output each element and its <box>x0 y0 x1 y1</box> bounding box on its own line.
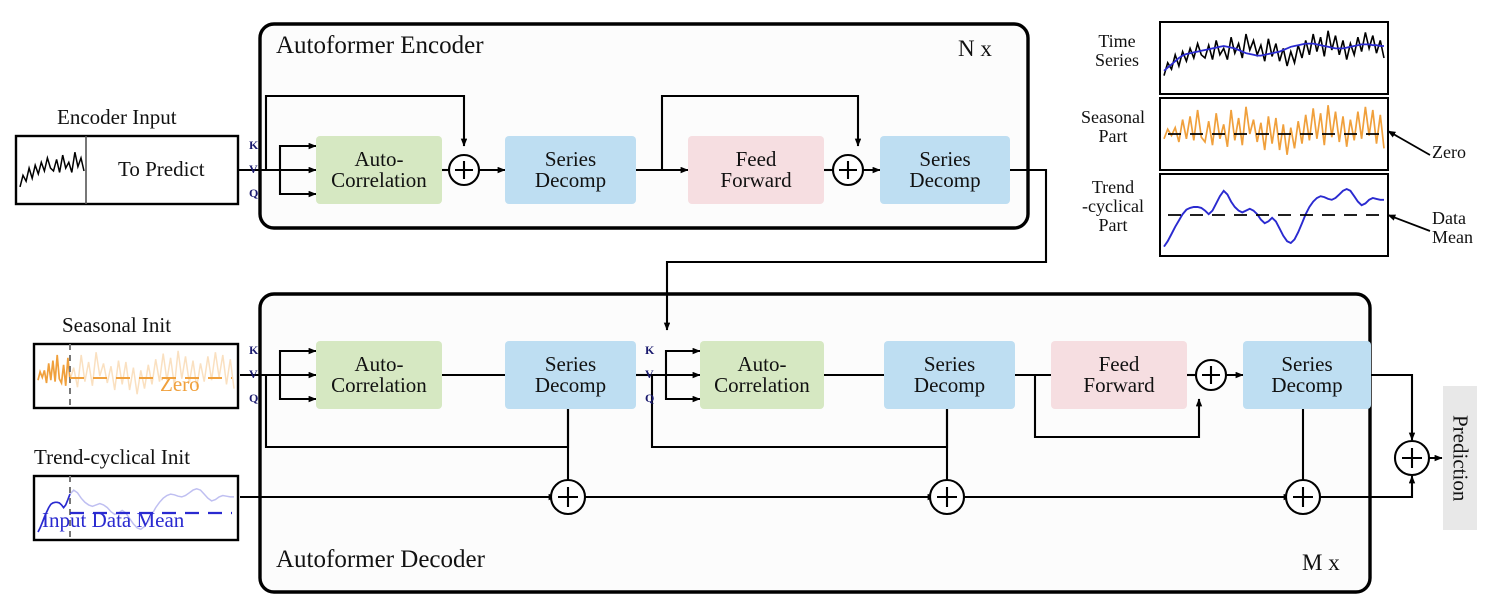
encoder-repeat-count: N x <box>958 36 992 61</box>
decoder-repeat-count: M x <box>1302 550 1340 575</box>
prediction-output-label: Prediction <box>1443 386 1477 530</box>
annotation-zero: Zero <box>1432 142 1466 162</box>
seasonal-init-zero-label: Zero <box>160 372 200 396</box>
decoder-series-decomp-block-2[interactable]: Series Decomp <box>884 341 1015 409</box>
block-label: Auto- Correlation <box>331 146 427 192</box>
encoder-series-decomp-block-1[interactable]: Series Decomp <box>505 136 636 204</box>
block-label: Feed Forward <box>720 146 792 192</box>
block-label: Auto- Correlation <box>714 351 810 397</box>
decoder-self-k-label: K <box>249 343 259 357</box>
decoder-series-decomp-block-1[interactable]: Series Decomp <box>505 341 636 409</box>
seasonal-init-caption: Seasonal Init <box>62 313 172 337</box>
encoder-input-caption: Encoder Input <box>57 105 177 129</box>
block-label: Series Decomp <box>909 146 981 192</box>
trend-init-box <box>32 474 240 542</box>
annotation-data-mean: Data Mean <box>1432 208 1473 247</box>
encoder-series-decomp-block-2[interactable]: Series Decomp <box>880 136 1010 204</box>
trend-cyclical-plot <box>1163 187 1384 248</box>
trend-init-caption: Trend-cyclical Init <box>34 445 191 469</box>
encoder-to-predict-label: To Predict <box>118 157 205 181</box>
decoder-auto-correlation-block-2[interactable]: Auto- Correlation <box>700 341 824 409</box>
block-label: Auto- Correlation <box>331 351 427 397</box>
seasonal-init-box <box>32 342 240 410</box>
encoder-auto-correlation-block[interactable]: Auto- Correlation <box>316 136 442 204</box>
panel-caption-time-series: Time Series <box>1095 31 1139 70</box>
decoder-auto-correlation-block-1[interactable]: Auto- Correlation <box>316 341 442 409</box>
block-label: Series Decomp <box>534 351 607 397</box>
block-label: Series Decomp <box>534 146 607 192</box>
decoder-feed-forward-block[interactable]: Feed Forward <box>1051 341 1187 409</box>
prediction-text: Prediction <box>1448 414 1473 502</box>
trend-init-mean-label: Input Data Mean <box>42 508 185 532</box>
block-label: Series Decomp <box>1271 351 1343 397</box>
encoder-q-label: Q <box>249 186 259 200</box>
decoder-series-decomp-block-3[interactable]: Series Decomp <box>1243 341 1371 409</box>
time-series-plot <box>1163 30 1385 76</box>
decoder-cross-k-label: K <box>645 343 655 357</box>
decoder-cross-v-label: V <box>645 367 654 381</box>
block-label: Feed Forward <box>1083 351 1155 397</box>
decoder-title: Autoformer Decoder <box>276 546 485 573</box>
panel-caption-seasonal-part: Seasonal Part <box>1081 107 1145 146</box>
encoder-k-label: K <box>249 138 259 152</box>
panel-caption-trend-cyclical-part: Trend -cyclical Part <box>1082 177 1144 235</box>
seasonal-part-plot <box>1163 105 1385 155</box>
encoder-v-label: V <box>249 162 258 176</box>
decoder-self-v-label: V <box>249 367 258 381</box>
encoder-feed-forward-block[interactable]: Feed Forward <box>688 136 824 204</box>
decoder-self-q-label: Q <box>249 391 259 405</box>
encoder-title: Autoformer Encoder <box>276 32 484 59</box>
decoder-cross-q-label: Q <box>645 391 655 405</box>
block-label: Series Decomp <box>913 351 986 397</box>
